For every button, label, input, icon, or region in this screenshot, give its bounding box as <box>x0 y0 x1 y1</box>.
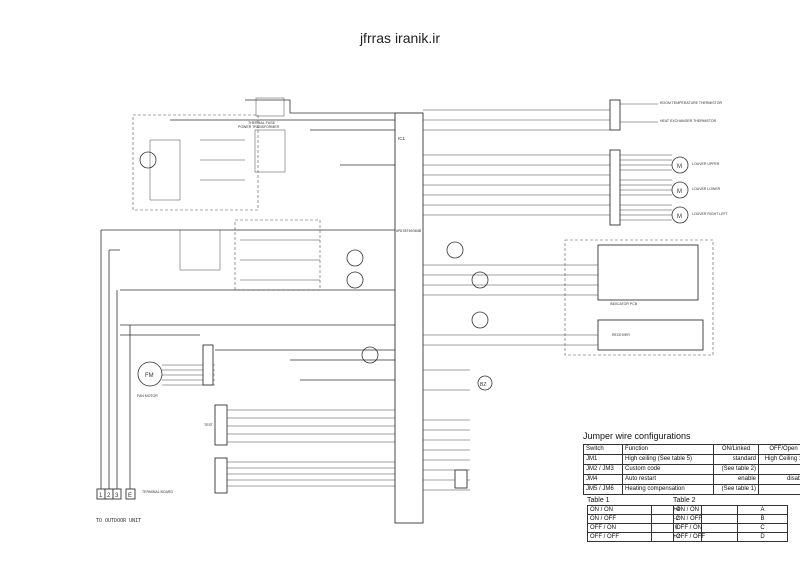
ic1-label: IC1 <box>398 136 406 141</box>
jumper-on: enable <box>713 474 759 485</box>
terminal-e-label: E <box>128 493 132 499</box>
terminal-3-label: 3 <box>115 493 119 499</box>
louver-right-left-label: LOUVER RIGHT LEFT <box>692 212 729 216</box>
ic1-part: UPD78F0536GB <box>396 229 421 233</box>
table-2-value: C <box>737 523 788 533</box>
table-2-cell: ON / ON <box>673 505 738 515</box>
fan-motor-symbol <box>137 361 163 387</box>
table-2-value: D <box>737 532 788 542</box>
terminal-e <box>125 488 136 500</box>
thermal-fuse-block <box>255 97 285 117</box>
jumper-config-caption: Jumper wire configurations <box>583 431 691 441</box>
table-2-cell: ON / OFF <box>673 514 738 524</box>
jumper-row: JM2 / JM3 Custom code (See table 2) <box>583 464 800 475</box>
jumper-function: Heating compensation <box>622 484 714 495</box>
jumper-header-off: OFF/Open <box>758 444 800 455</box>
room-thermistor-label: ROOM TEMPERATURE THERMISTOR <box>660 101 722 105</box>
watermark-text: jfrras iranik.ir <box>359 30 441 46</box>
table-1-cell: ON / OFF <box>587 514 652 524</box>
table-1-caption: Table 1 <box>587 497 610 504</box>
terminal-1-label: 1 <box>99 493 103 499</box>
jumper-function: High ceiling (See table 5) <box>622 454 714 465</box>
table-2-value: B <box>737 514 788 524</box>
jumper-switch: JM4 <box>583 474 623 485</box>
jumper-switch: JM1 <box>583 454 623 465</box>
terminal-2-label: 2 <box>107 493 111 499</box>
jumper-on: standard <box>713 454 759 465</box>
table-1-cell: OFF / OFF <box>587 532 652 542</box>
relay-area <box>234 219 321 291</box>
louver-lower-m: M <box>677 189 682 195</box>
jumper-switch: JM5 / JM6 <box>583 484 623 495</box>
louver-right-left-m: M <box>677 214 682 220</box>
jumper-off: disable <box>758 474 800 485</box>
terminal-board-label: TERMINAL BOARD <box>142 490 173 494</box>
thermal-fuse-label: THERMAL FUSE <box>248 121 276 125</box>
ic1-body <box>394 112 424 524</box>
jumper-on: (See table 2) <box>713 464 759 475</box>
power-supply-area <box>132 114 259 211</box>
power-transformer-label: POWER TRANSFORMER <box>238 125 280 129</box>
table-1-cell: ON / ON <box>587 505 652 515</box>
jumper-on: (See table 1) <box>713 484 759 495</box>
louver-lower-label: LOUVER LOWER <box>692 187 721 191</box>
louver-upper-m: M <box>677 164 682 170</box>
jumper-off: High Ceiling 1 <box>758 454 800 465</box>
jumper-header-switch: Switch <box>583 444 623 455</box>
jumper-config-table: Jumper wire configurations Switch Functi… <box>583 431 800 495</box>
table-2-cell: OFF / ON <box>673 523 738 533</box>
table-2-cell: OFF / OFF <box>673 532 738 542</box>
jumper-row: JM4 Auto restart enable disable <box>583 474 800 485</box>
to-outdoor-unit-label: TO OUTDOOR UNIT <box>96 518 141 524</box>
buzzer-label: BZ <box>480 382 486 388</box>
jumper-row: JM1 High ceiling (See table 5) standard … <box>583 454 800 465</box>
jumper-row: JM5 / JM6 Heating compensation (See tabl… <box>583 484 800 495</box>
jumper-header-row: Switch Function ON/Linked OFF/Open <box>583 444 800 455</box>
power-transformer-block <box>254 129 286 173</box>
jumper-off <box>758 464 800 475</box>
receiver-label: RECEIVER <box>612 333 630 337</box>
indicator-pcb-area <box>564 239 714 356</box>
jumper-off <box>758 484 800 495</box>
jumper-function: Custom code <box>622 464 714 475</box>
jumper-switch: JM2 / JM3 <box>583 464 623 475</box>
jumper-header-on: ON/Linked <box>713 444 759 455</box>
louver-upper-label: LOUVER UPPER <box>692 162 720 166</box>
table-2-value: A <box>737 505 788 515</box>
fan-motor-label: FAN MOTOR <box>137 394 158 398</box>
heat-exchanger-thermistor-label: HEAT EXCHANGER THERMISTOR <box>660 119 717 123</box>
buzzer-symbol <box>477 375 493 391</box>
table-2-caption: Table 2 <box>673 497 696 504</box>
jumper-header-function: Function <box>622 444 714 455</box>
indicator-pcb-label: INDICATOR PCB <box>610 302 638 306</box>
jumper-function: Auto restart <box>622 474 714 485</box>
table-1-cell: OFF / ON <box>587 523 652 533</box>
test-label: TEST <box>204 423 214 427</box>
fan-motor-fm: FM <box>145 373 154 379</box>
